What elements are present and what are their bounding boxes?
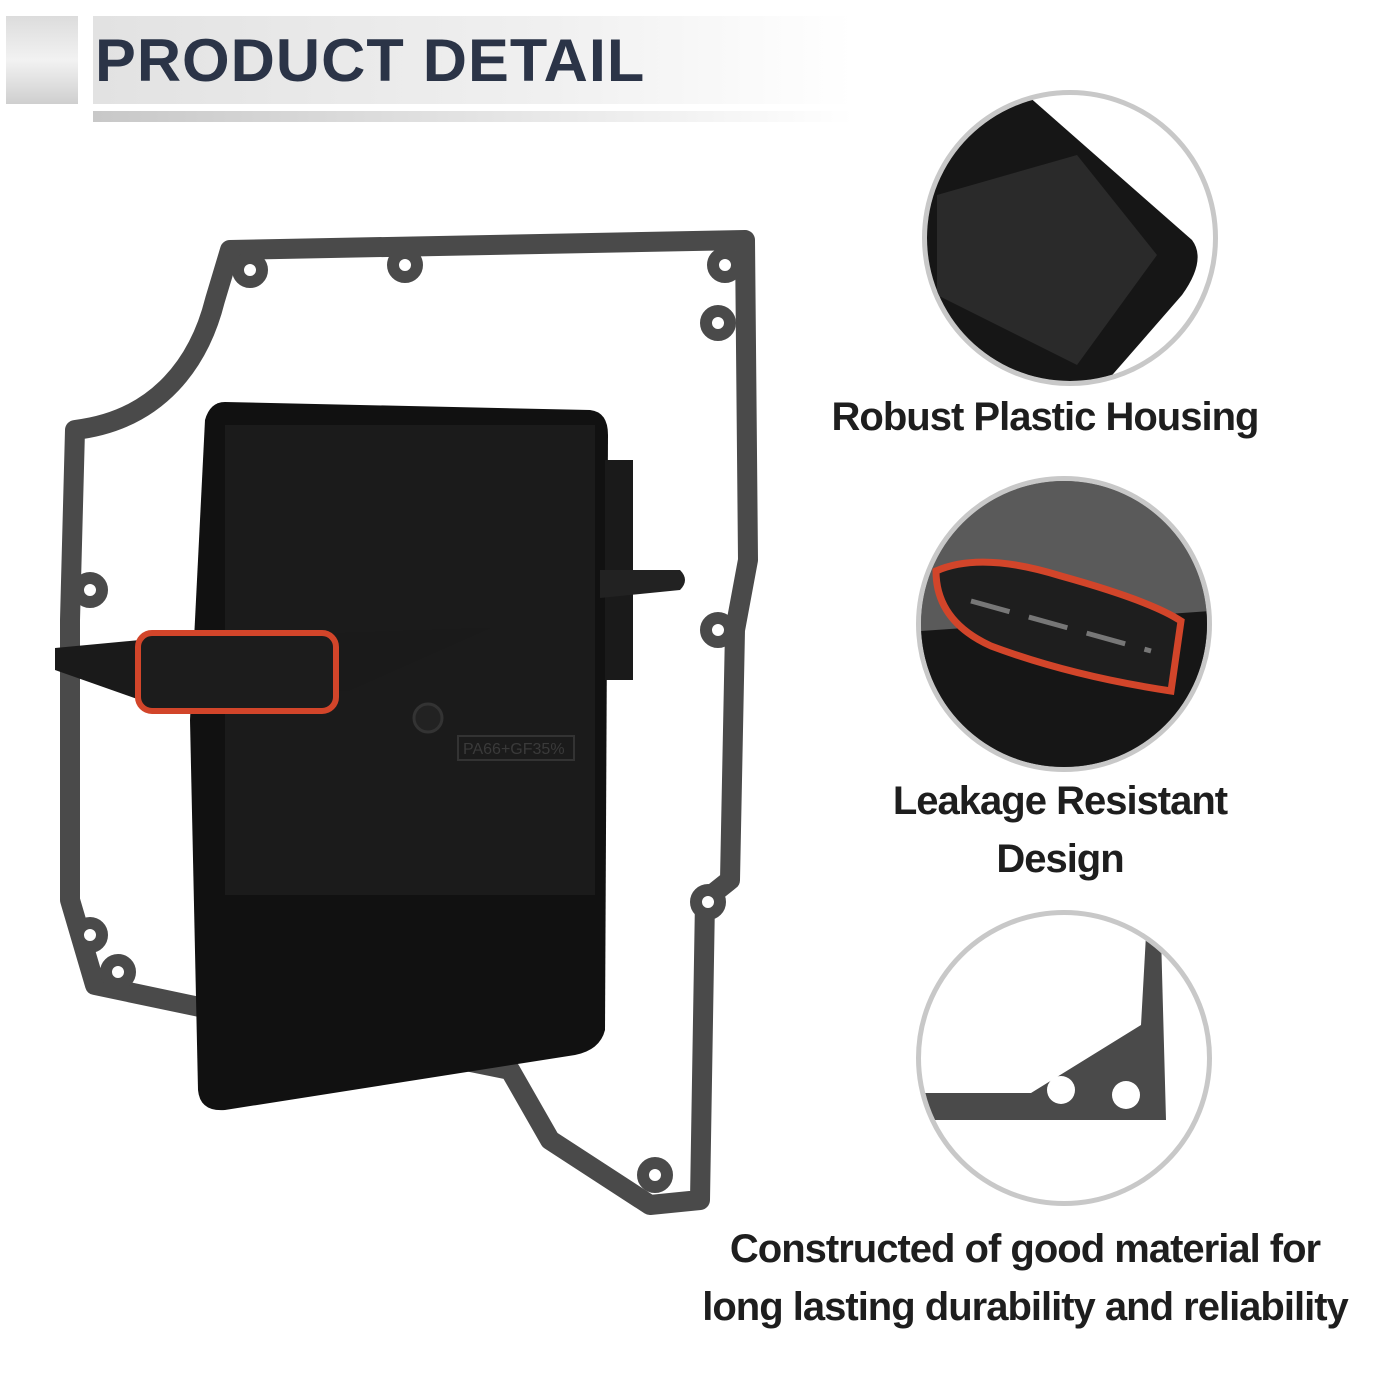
header-underline	[93, 111, 853, 122]
page-title: PRODUCT DETAIL	[95, 27, 646, 94]
feature-caption-material: Constructed of good material for long la…	[650, 1220, 1400, 1336]
filter-housing: PA66+GF35%	[55, 402, 685, 1111]
header-bar	[93, 16, 853, 104]
feature-caption-material-line2: long lasting durability and reliability	[702, 1285, 1349, 1329]
feature-caption-seal: Leakage Resistant Design	[800, 772, 1320, 888]
header-accent-block	[6, 16, 78, 104]
feature-caption-seal-line1: Leakage Resistant	[892, 779, 1228, 823]
detail-housing-closeup	[922, 90, 1218, 386]
molded-marking: PA66+GF35%	[463, 741, 565, 758]
feature-caption-housing: Robust Plastic Housing	[831, 395, 1260, 439]
feature-caption-material-line1: Constructed of good material for	[729, 1227, 1321, 1271]
gasket	[60, 230, 758, 1215]
feature-caption-seal-line2: Design	[996, 837, 1124, 881]
detail-gasket-closeup	[916, 910, 1212, 1206]
detail-seal-closeup	[916, 476, 1212, 772]
